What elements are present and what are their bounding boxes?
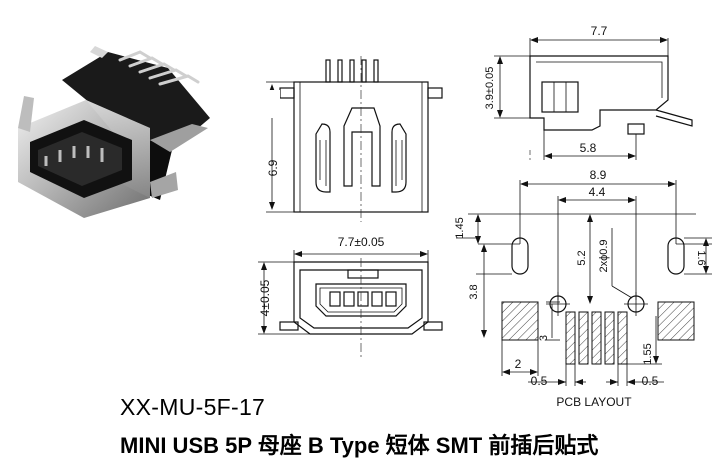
- front-view: 7.7±0.05 4±0.05: [258, 235, 443, 358]
- pcb-pitch-right-dim: 0.5: [642, 374, 659, 388]
- pcb-layout: 8.9 4.4 1.45 1.6 5.2: [454, 168, 712, 409]
- pcb-top-offset-dim: 1.45: [454, 217, 466, 238]
- part-description: MINI USB 5P 母座 B Type 短体 SMT 前插后贴式: [120, 433, 599, 458]
- pcb-pad-height-dim: 3: [538, 335, 550, 341]
- pcb-hole-diameter-dim: 2xϕ0.9: [598, 239, 610, 272]
- pcb-pitch-left-dim: 0.5: [531, 374, 548, 388]
- pcb-slot-height-dim: 1.6: [695, 250, 707, 265]
- pcb-pin-length-dim: 1.55: [642, 343, 654, 364]
- front-view-height-dim: 4±0.05: [258, 279, 272, 316]
- pcb-hole-spacing-dim: 4.4: [589, 185, 606, 199]
- pcb-outer-width-dim: 8.9: [590, 168, 607, 182]
- pcb-slot-to-pad-dim: 3.8: [468, 284, 480, 299]
- side-view-depth-dim: 5.8: [580, 141, 597, 155]
- pcb-pad-width-dim: 2: [515, 357, 522, 371]
- pcb-hole-to-pad-dim: 5.2: [576, 250, 588, 265]
- side-view-height-dim: 3.9±0.05: [484, 67, 496, 110]
- product-photo: [18, 46, 210, 218]
- side-view-width-dim: 7.7: [591, 24, 608, 38]
- part-code: XX-MU-5F-17: [120, 394, 266, 420]
- top-view: 6.9: [266, 56, 443, 222]
- front-view-width-dim: 7.7±0.05: [338, 235, 385, 249]
- top-view-height-dim: 6.9: [266, 159, 280, 176]
- side-view: 7.7 3.9±0.05 5.8: [484, 24, 693, 160]
- pcb-layout-title: PCB LAYOUT: [556, 395, 632, 409]
